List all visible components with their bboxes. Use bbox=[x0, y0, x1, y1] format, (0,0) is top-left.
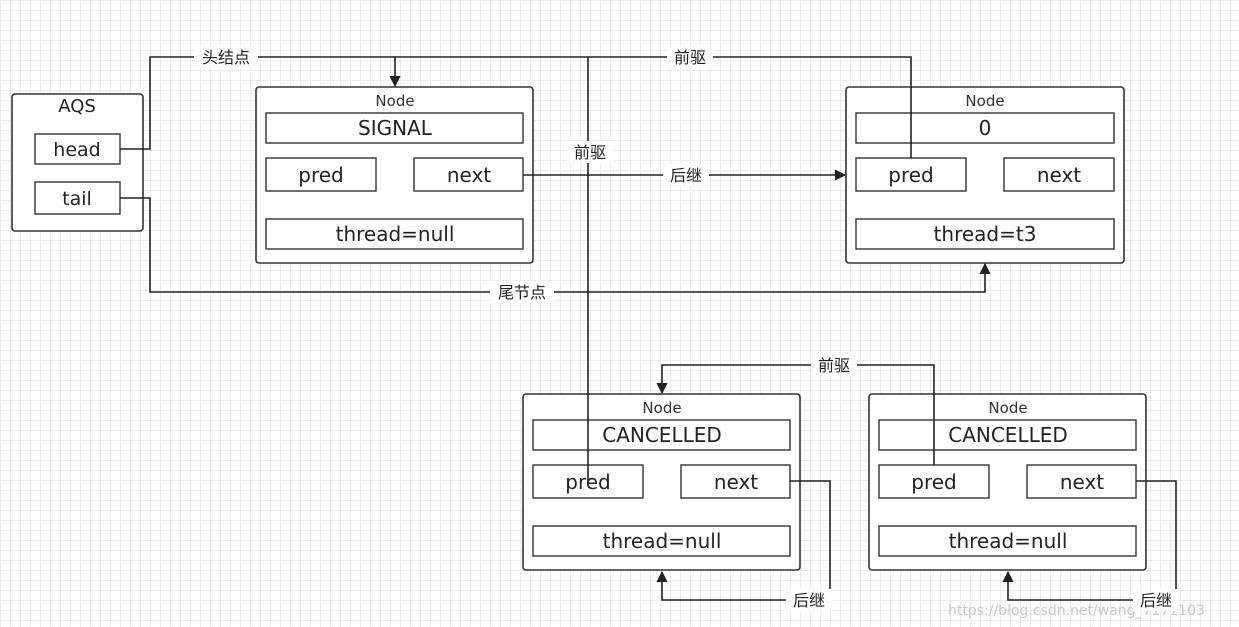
node-next-field: next bbox=[1037, 163, 1081, 187]
pred-label-bottom: 前驱 bbox=[818, 356, 850, 375]
node-t3-pred-line bbox=[395, 56, 912, 158]
node-pred-field: pred bbox=[911, 470, 956, 494]
node-cancelled-1: Node CANCELLED pred next thread=null bbox=[522, 393, 801, 571]
node-next-field: next bbox=[1060, 470, 1104, 494]
node-next-field: next bbox=[447, 163, 491, 187]
node-thread-field: thread=null bbox=[603, 529, 722, 553]
node-cancelled-2-pred-arrow bbox=[656, 364, 935, 465]
node-title: Node bbox=[988, 399, 1027, 417]
node-thread-field: thread=t3 bbox=[934, 222, 1037, 246]
node-t3: Node 0 pred next thread=t3 bbox=[845, 86, 1125, 264]
node-status-field: 0 bbox=[979, 116, 992, 140]
node-status-field: SIGNAL bbox=[358, 116, 433, 140]
node-status-field: CANCELLED bbox=[602, 423, 722, 447]
node-pred-field: pred bbox=[298, 163, 343, 187]
pred-label-mid: 前驱 bbox=[574, 143, 606, 162]
tail-pointer-arrow bbox=[120, 197, 991, 293]
node-title: Node bbox=[375, 92, 414, 110]
head-node-label: 头结点 bbox=[202, 48, 250, 67]
node-next-field: next bbox=[714, 470, 758, 494]
aqs-tail-field: tail bbox=[62, 188, 92, 210]
node-thread-field: thread=null bbox=[336, 222, 455, 246]
succ-label-bottom-1: 后继 bbox=[793, 591, 825, 610]
tail-node-label: 尾节点 bbox=[498, 283, 546, 302]
pred-label-top: 前驱 bbox=[674, 48, 706, 67]
node-title: Node bbox=[642, 399, 681, 417]
aqs-head-field: head bbox=[53, 139, 100, 161]
succ-label-bottom-2: 后继 bbox=[1140, 591, 1172, 610]
node-title: Node bbox=[965, 92, 1004, 110]
aqs-box: AQS head tail bbox=[11, 93, 144, 232]
aqs-title: AQS bbox=[58, 96, 96, 117]
node-signal: Node SIGNAL pred next thread=null bbox=[255, 86, 534, 264]
node-thread-field: thread=null bbox=[949, 529, 1068, 553]
node-pred-field: pred bbox=[888, 163, 933, 187]
succ-label-top: 后继 bbox=[670, 166, 702, 185]
head-pointer-arrow bbox=[120, 56, 401, 150]
node-status-field: CANCELLED bbox=[948, 423, 1068, 447]
node-cancelled-2: Node CANCELLED pred next thread=null bbox=[868, 393, 1147, 571]
